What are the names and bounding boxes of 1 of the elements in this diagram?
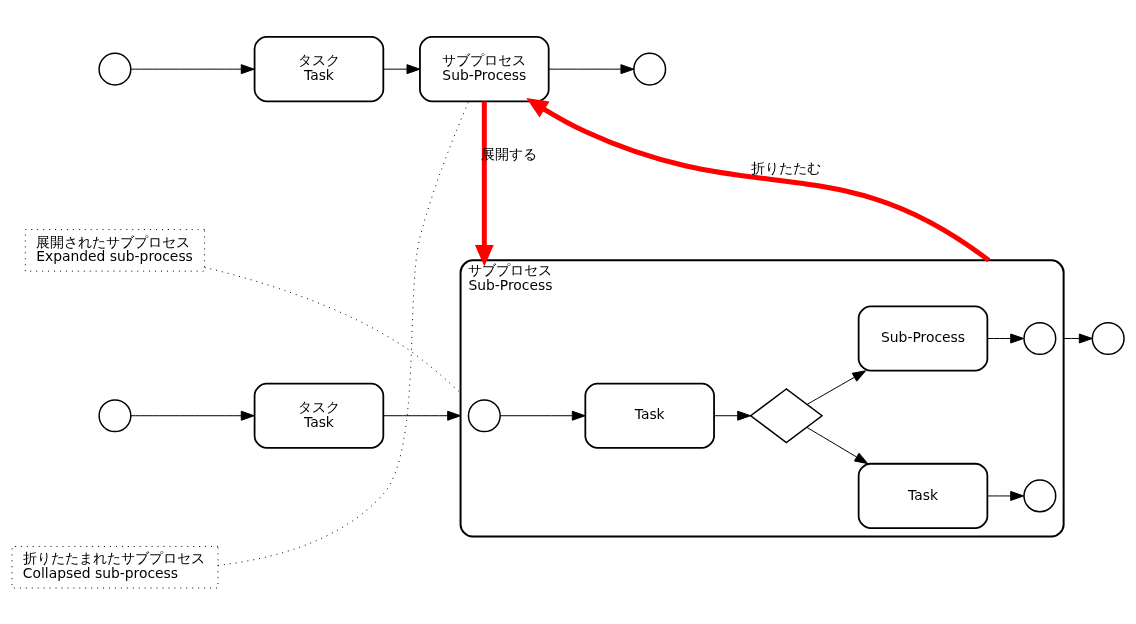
edge-label: 折りたたむ (751, 159, 822, 176)
